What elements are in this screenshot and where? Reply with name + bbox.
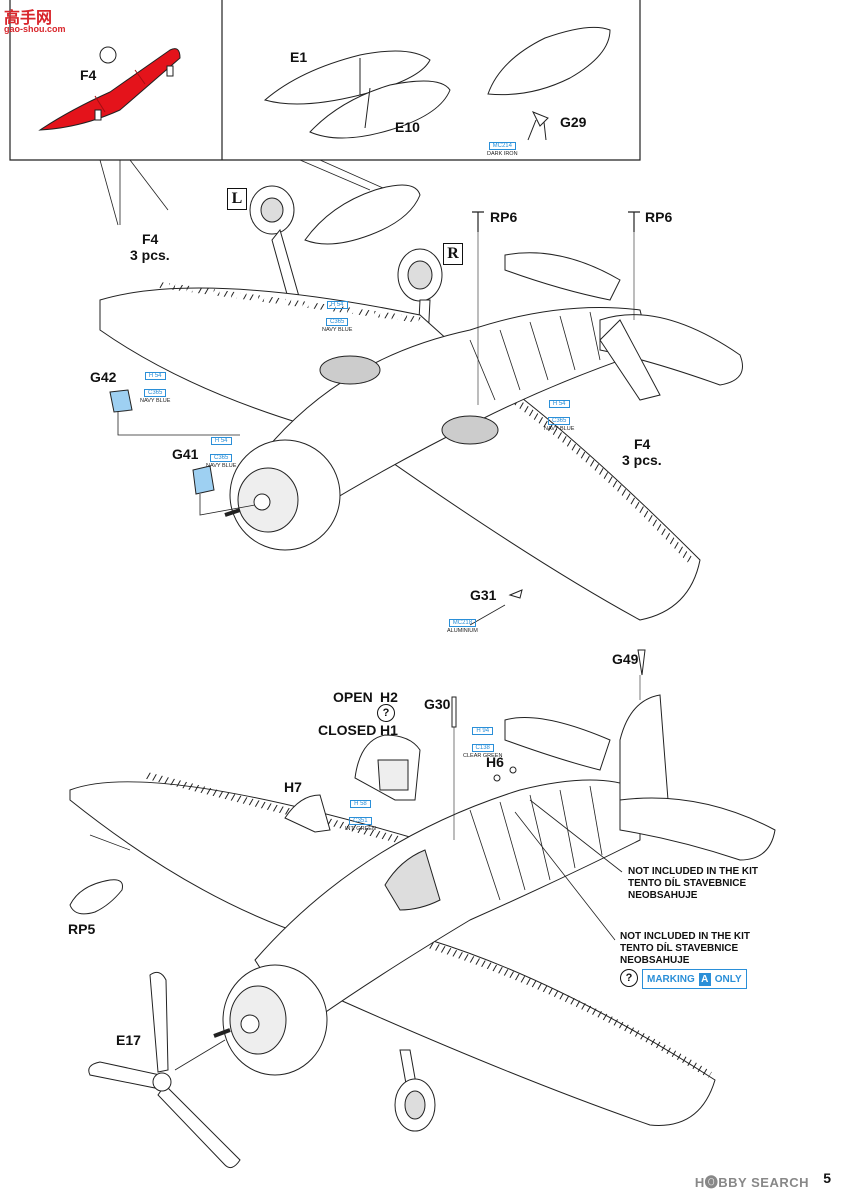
- label-rp5: RP5: [68, 921, 96, 937]
- label-h6: H6: [486, 754, 504, 770]
- note-not-included-2: NOT INCLUDED IN THE KIT TENTO DÍL STAVEB…: [620, 931, 750, 966]
- main-wheel-left: [249, 185, 301, 306]
- canopy-loose: [304, 184, 421, 245]
- footer-brand: H🅞BBY SEARCH: [694, 1175, 809, 1190]
- panel-g42: [109, 389, 133, 413]
- label-g41: G41: [172, 446, 199, 462]
- label-f4-right: F4: [634, 436, 651, 452]
- drop-tank-f4: [38, 46, 181, 131]
- paint-g42: H 54 C365 NAVY BLUE: [140, 372, 171, 404]
- label-f4-left: F4: [142, 231, 159, 247]
- paint-gear: H 54 C365 NAVY BLUE: [322, 301, 353, 333]
- canopy-open-label: OPEN: [333, 689, 373, 705]
- paint-h7: H 58 C351 INT. GREEN: [345, 800, 376, 832]
- label-g29: G29: [560, 114, 587, 130]
- paint-g41: H 54 C365 NAVY BLUE: [206, 437, 237, 469]
- label-h7: H7: [284, 779, 302, 795]
- label-f4-right-qty: 3 pcs.: [622, 452, 662, 468]
- label-rp6-a: RP6: [490, 209, 518, 225]
- paint-g30: H 94 C138 CLEAR GREEN: [463, 727, 503, 759]
- propeller-e17: [88, 971, 241, 1169]
- paint-g31: MC218 ALUMINIUM: [447, 619, 478, 634]
- marking-question-icon: ?: [620, 969, 638, 987]
- aircraft-underside: [99, 252, 743, 621]
- label-f4-left-qty: 3 pcs.: [130, 247, 170, 263]
- label-g42: G42: [90, 369, 117, 385]
- label-e10: E10: [395, 119, 420, 135]
- label-rp6-b: RP6: [645, 209, 673, 225]
- page-number: 5: [823, 1170, 831, 1186]
- watermark-text-bottom: gao-shou.com: [4, 24, 66, 34]
- part-h7-shape: [284, 794, 331, 833]
- label-g30: G30: [424, 696, 451, 712]
- watermark-text-top: 高手网: [4, 10, 53, 27]
- note-not-included-1: NOT INCLUDED IN THE KIT TENTO DÍL STAVEB…: [628, 866, 758, 901]
- canopy-g29: [487, 26, 611, 141]
- label-e17: E17: [116, 1032, 141, 1048]
- canopy-e1-e10: [263, 50, 451, 139]
- label-e1: E1: [290, 49, 308, 65]
- panel-g41: [192, 465, 215, 495]
- label-f4-top: F4: [80, 67, 97, 83]
- marking-a-only-badge: MARKING A ONLY: [642, 969, 747, 989]
- side-left-badge: L: [227, 188, 247, 210]
- canopy-closed-part: H1: [380, 722, 398, 738]
- side-right-badge: R: [443, 243, 463, 265]
- canopy-question-icon: ?: [377, 704, 395, 722]
- top-inset-frame: [9, 0, 641, 161]
- canopy-h2-shape: [377, 759, 409, 791]
- part-rp5-shape: [69, 879, 123, 915]
- canopy-open-part: H2: [380, 689, 398, 705]
- label-g31: G31: [470, 587, 497, 603]
- paint-g29: MC214 DARK IRON: [487, 142, 518, 157]
- paint-fuselage: H 54 C365 NAVY BLUE: [544, 400, 575, 432]
- label-g49: G49: [612, 651, 639, 667]
- watermark-logo: 高手网 gao-shou.com: [4, 4, 70, 38]
- aircraft-topside: [69, 694, 776, 1132]
- canopy-closed-label: CLOSED: [318, 722, 377, 738]
